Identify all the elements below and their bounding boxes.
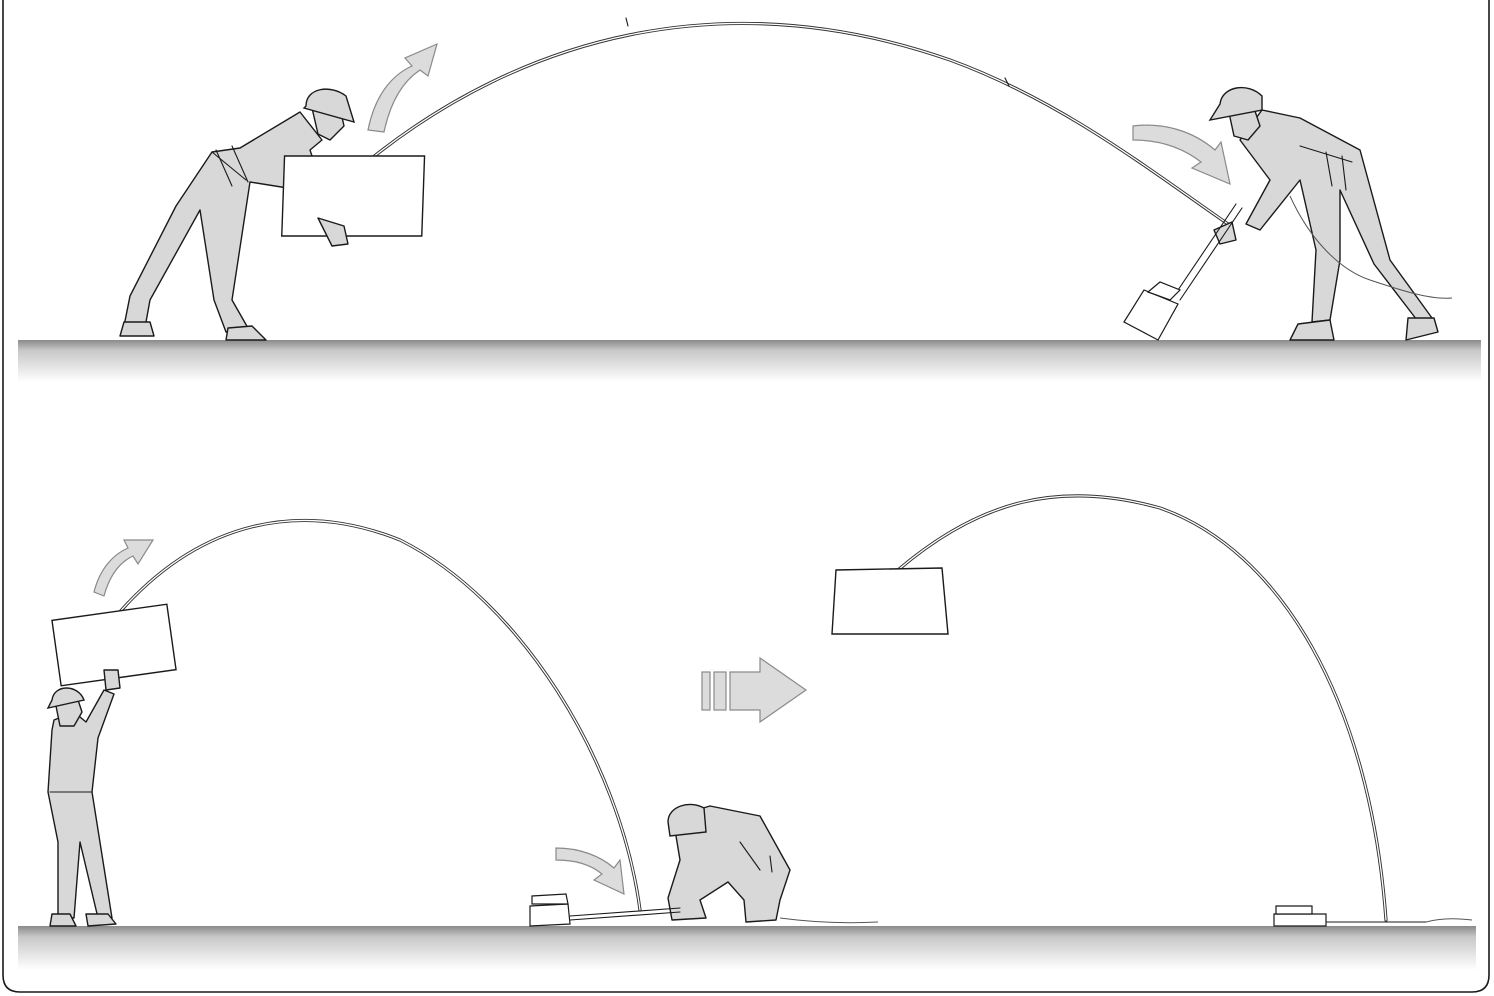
curved-arrow-icon: [556, 848, 624, 894]
safety-helmet-icon: [668, 804, 706, 836]
planted-pole-base: [1274, 906, 1472, 926]
top-panel: [18, 18, 1481, 382]
next-step-arrow-icon: [702, 658, 806, 722]
top-pole: [372, 18, 1228, 224]
top-ground: [18, 340, 1481, 382]
right-pole: [898, 496, 1386, 920]
hanging-box: [832, 568, 948, 634]
bottom-panel: [18, 496, 1476, 970]
worker-raising-box: [48, 604, 176, 926]
bottom-ground: [18, 926, 1476, 970]
carried-box: [282, 156, 425, 236]
worker-crouching: [530, 804, 878, 926]
curved-arrow-icon: [1133, 125, 1230, 184]
safety-helmet-icon: [1210, 88, 1262, 140]
pole-base-block: [530, 904, 570, 926]
worker-planting-pole: [1124, 88, 1452, 340]
